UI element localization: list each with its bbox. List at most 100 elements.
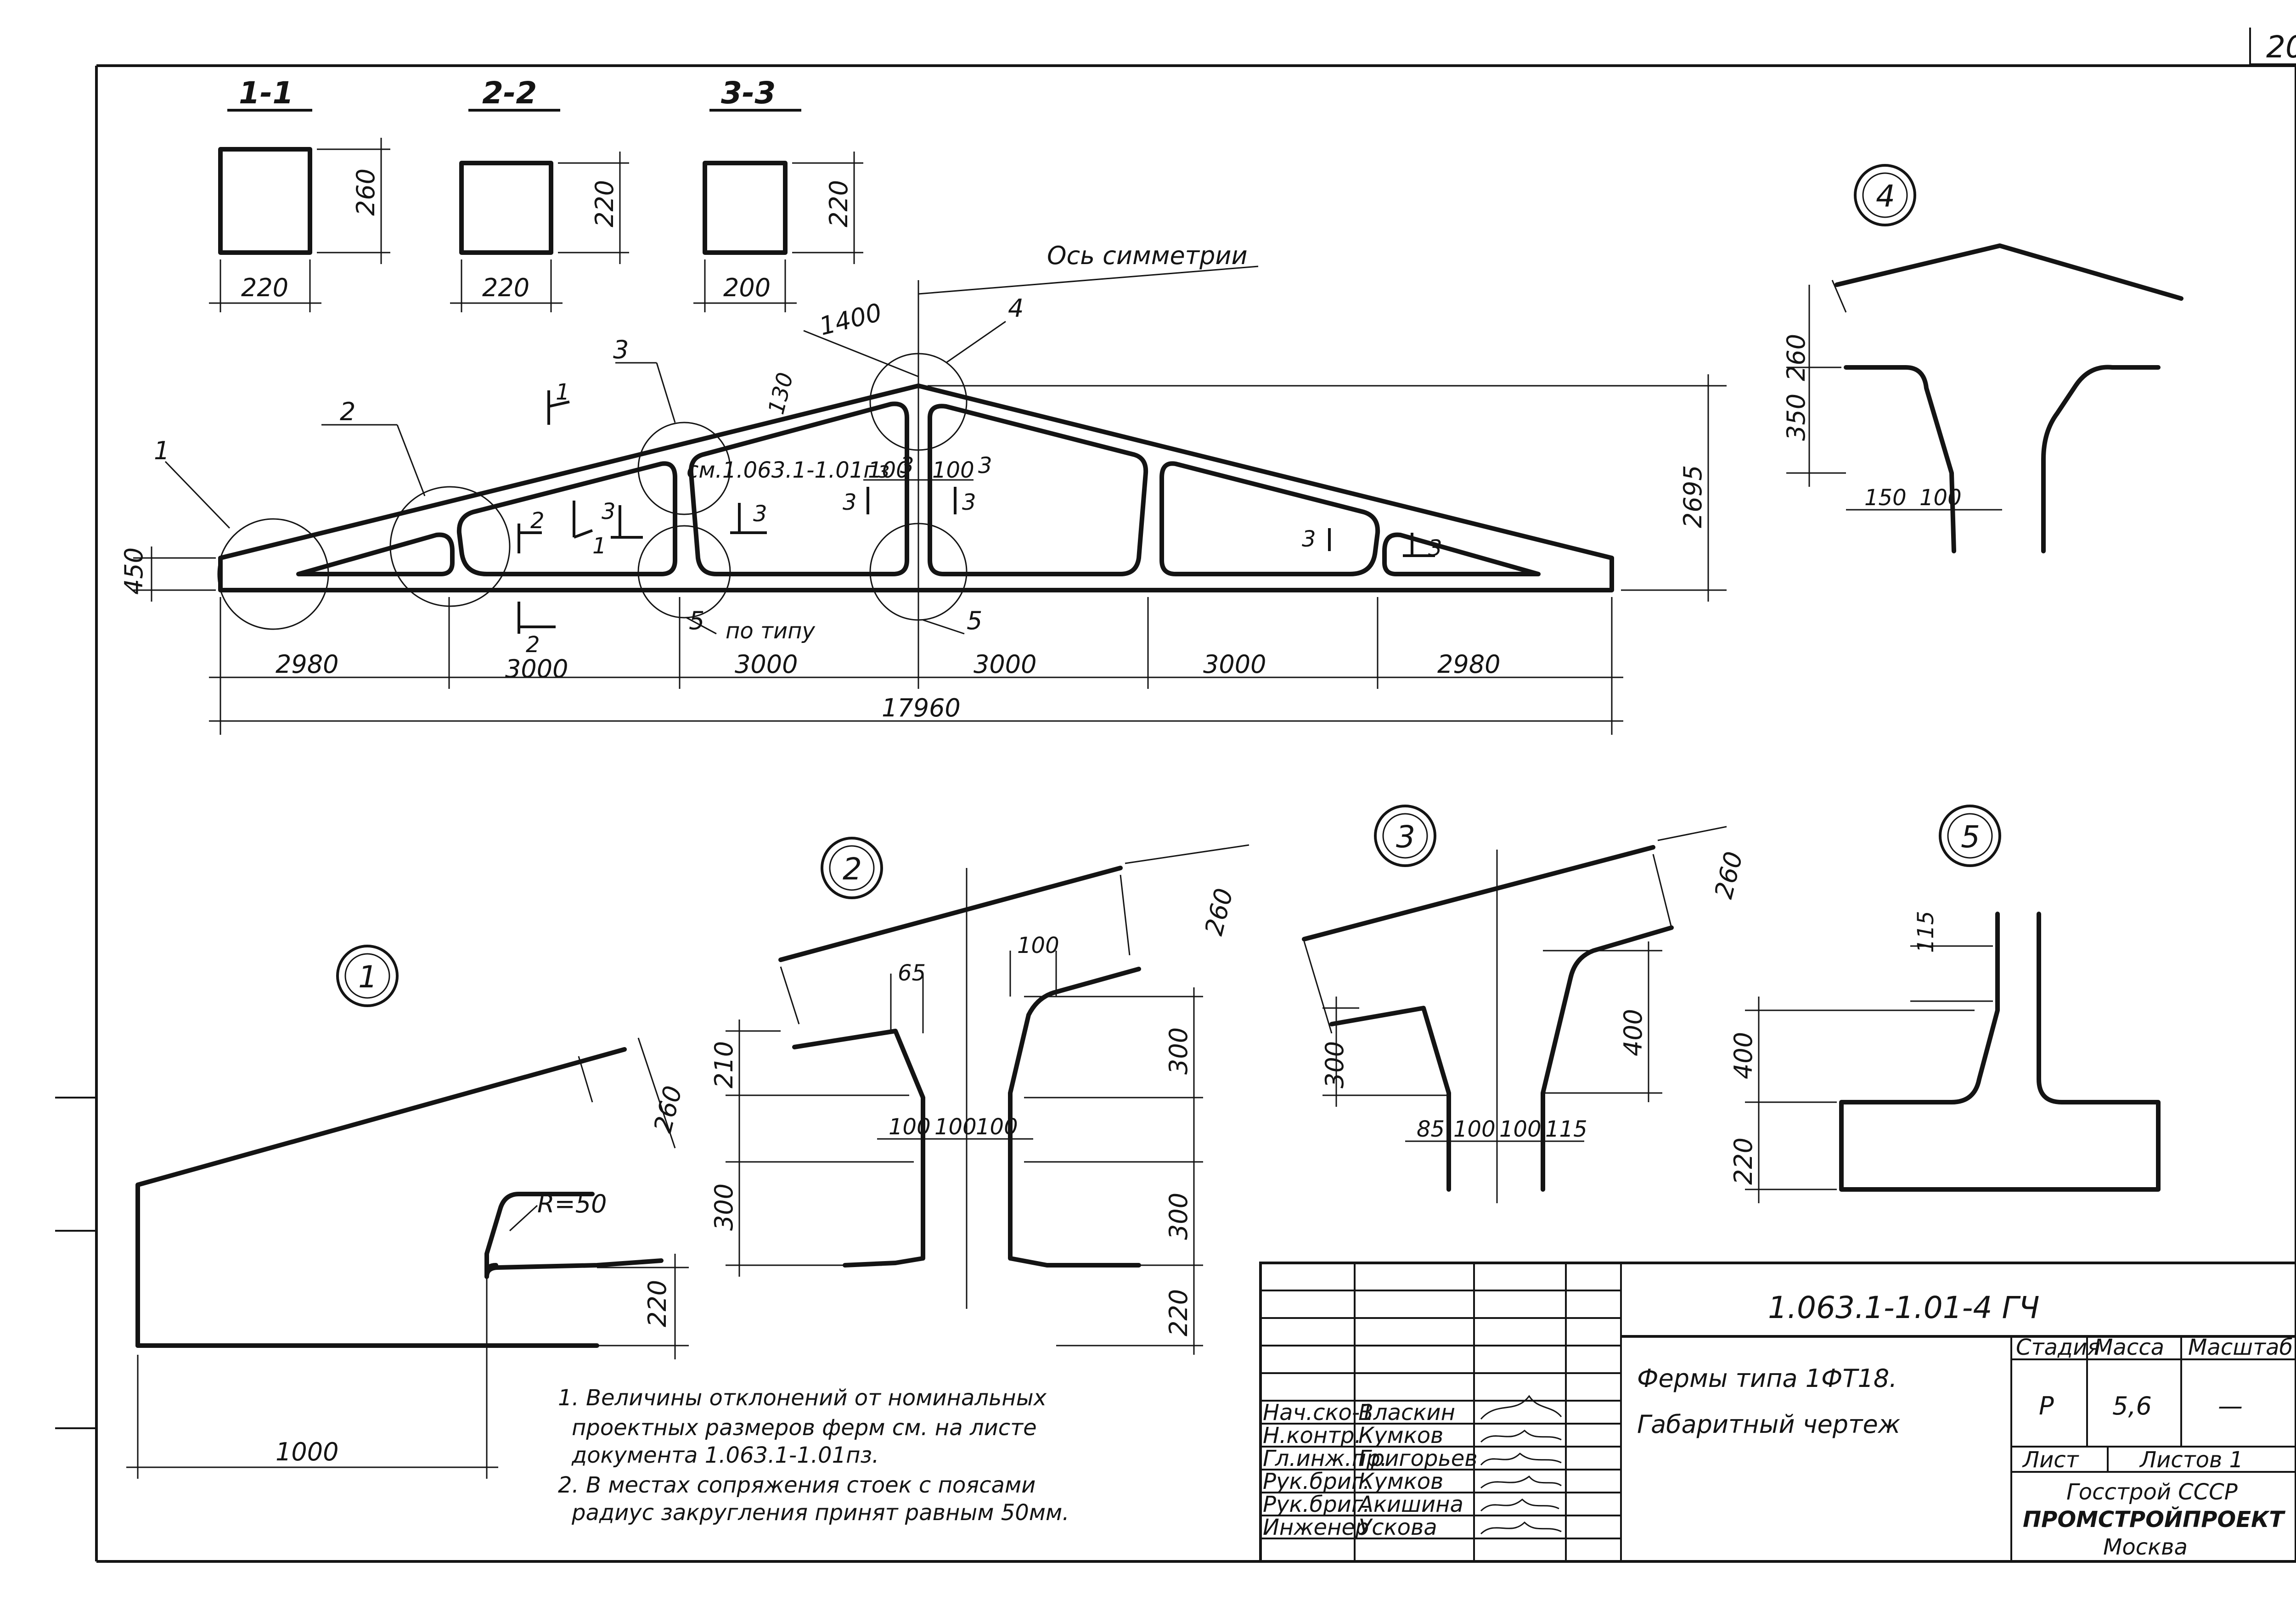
section-1-1: 1-1 260 220	[209, 75, 390, 312]
general-notes: 1. Величины отклонений от номинальных пр…	[558, 1385, 1069, 1526]
span-3: 3000	[735, 650, 798, 679]
cut-3b: 3	[753, 501, 767, 527]
dim-100: 100	[1919, 485, 1962, 511]
node-callout-5	[637, 525, 731, 619]
note-line: 2. В местах сопряжения стоек с поясами	[558, 1472, 1035, 1498]
dim-260: 260	[1199, 885, 1238, 938]
detail-2: 2 260 65 100 210 300 300 300 220 100 100	[709, 837, 1249, 1355]
cut-2: 2	[530, 508, 545, 534]
ref-note: см.1.063.1-1.01пз	[687, 457, 889, 483]
detail-badge-2	[821, 837, 883, 899]
section-height: 220	[590, 180, 619, 227]
node-label-4: 4	[1008, 294, 1024, 323]
detail-badge-5	[1939, 805, 2001, 867]
section-label: 2-2	[482, 75, 537, 111]
truss-elevation: Ось симметрии 2695 450 1400 130 см.1.063…	[119, 241, 1727, 735]
col-scale: Масштаб	[2188, 1335, 2293, 1360]
signatory-role: Рук.бриг.	[1263, 1492, 1370, 1517]
section-cut-marks: 1 1 2 2 3 3 3 3 3 3 3 3	[518, 379, 1442, 658]
truss-opening	[1159, 461, 1380, 576]
dim-100a: 100	[1017, 933, 1059, 958]
dim-100a: 100	[868, 457, 910, 483]
dim-100b: 100	[1499, 1116, 1542, 1142]
dim-220: 220	[1164, 1289, 1193, 1336]
total-length: 17960	[882, 693, 961, 722]
cut-3c: 3	[843, 490, 857, 515]
ridge-height: 2695	[1678, 465, 1707, 528]
dim-100c: 100	[934, 1114, 977, 1140]
dim-100d: 100	[976, 1114, 1018, 1140]
signatory-role: Рук.бриг.	[1263, 1469, 1370, 1494]
signatory-name: Кумков	[1358, 1469, 1443, 1494]
radius-label: R=50	[537, 1189, 607, 1218]
detail-label-3: 3	[1396, 819, 1415, 855]
span-1: 2980	[276, 650, 338, 679]
dim-1000: 1000	[276, 1437, 338, 1466]
cut-3g: 3	[900, 453, 914, 479]
section-width: 220	[241, 273, 288, 302]
section-label: 1-1	[239, 75, 293, 111]
sheet-label: Лист	[2022, 1447, 2080, 1473]
dim-220: 220	[1729, 1138, 1758, 1185]
detail-badge-1	[336, 945, 399, 1007]
dim-400: 400	[1729, 1032, 1758, 1079]
dim-115: 115	[1545, 1116, 1587, 1142]
dim-150: 150	[1864, 485, 1907, 511]
truss-opening	[296, 532, 455, 576]
cut-1: 1	[556, 379, 570, 405]
section-3-3: 3-3 220 200	[693, 75, 863, 312]
detail-badge-3	[1374, 805, 1436, 867]
note-line: 1. Величины отклонений от номинальных	[558, 1385, 1047, 1411]
signatory-role: Нач.ско-1	[1263, 1400, 1374, 1425]
end-height: 450	[119, 547, 148, 595]
dim-85: 85	[1417, 1116, 1445, 1142]
sheets-label: Листов 1	[2139, 1447, 2243, 1473]
dim-300c: 300	[1164, 1193, 1193, 1240]
node-callout-1	[217, 518, 329, 630]
org-line-2: ПРОМСТРОЙПРОЕКТ	[2023, 1506, 2285, 1532]
detail-4: 4 260 350 150 100	[1782, 164, 2183, 553]
dim-400: 400	[1619, 1009, 1648, 1056]
col-mass: Масса	[2094, 1335, 2164, 1360]
dim-65: 65	[898, 960, 926, 986]
dim-300a: 300	[709, 1183, 738, 1231]
signatory-name: Акишина	[1357, 1492, 1463, 1517]
node-callout-2	[389, 486, 511, 607]
node-label-3: 3	[613, 335, 629, 364]
span-2: 3000	[505, 654, 568, 683]
dim-100a: 100	[1453, 1116, 1496, 1142]
node-callout-3	[637, 422, 731, 515]
section-label: 3-3	[721, 75, 776, 111]
note-line: проектных размеров ферм см. на листе	[572, 1415, 1037, 1441]
signatory-name: Ускова	[1358, 1515, 1437, 1540]
truss-opening	[688, 401, 909, 576]
typical-note: по типу	[726, 618, 816, 644]
node-callout-4	[869, 353, 968, 451]
title-line-1: Фермы типа 1ФТ18.	[1637, 1364, 1897, 1393]
cut-3: 3	[602, 499, 616, 524]
cut-3e: 3	[1302, 526, 1316, 552]
dim-100b: 100	[889, 1114, 931, 1140]
dim-130: 130	[763, 370, 799, 417]
document-code: 1.063.1-1.01-4 ГЧ	[1768, 1290, 2040, 1325]
section-2-2: 2-2 220 220	[450, 75, 629, 312]
detail-label-2: 2	[843, 851, 862, 887]
title-line-2: Габаритный чертеж	[1637, 1410, 1901, 1439]
truss-outline	[218, 383, 1614, 592]
scale-value: —	[2218, 1392, 2243, 1420]
col-stage: Стадия	[2016, 1335, 2100, 1360]
cut-3d: 3	[962, 490, 976, 515]
dim-210: 210	[709, 1041, 738, 1088]
signatory-role: Гл.инж.пр.	[1263, 1446, 1387, 1471]
cut-3h: 3	[978, 453, 992, 479]
section-height: 260	[351, 169, 380, 216]
dim-300: 300	[1320, 1041, 1349, 1088]
note-line: радиус закругления принят равным 50мм.	[571, 1500, 1069, 1526]
truss-opening	[456, 461, 677, 576]
signature-scribbles	[1480, 1395, 1562, 1535]
dim-350: 350	[1782, 394, 1811, 441]
span-5: 3000	[1203, 650, 1266, 679]
signatory-role: Инженер	[1263, 1515, 1369, 1540]
dim-260: 260	[648, 1083, 687, 1136]
section-width: 220	[482, 273, 529, 302]
